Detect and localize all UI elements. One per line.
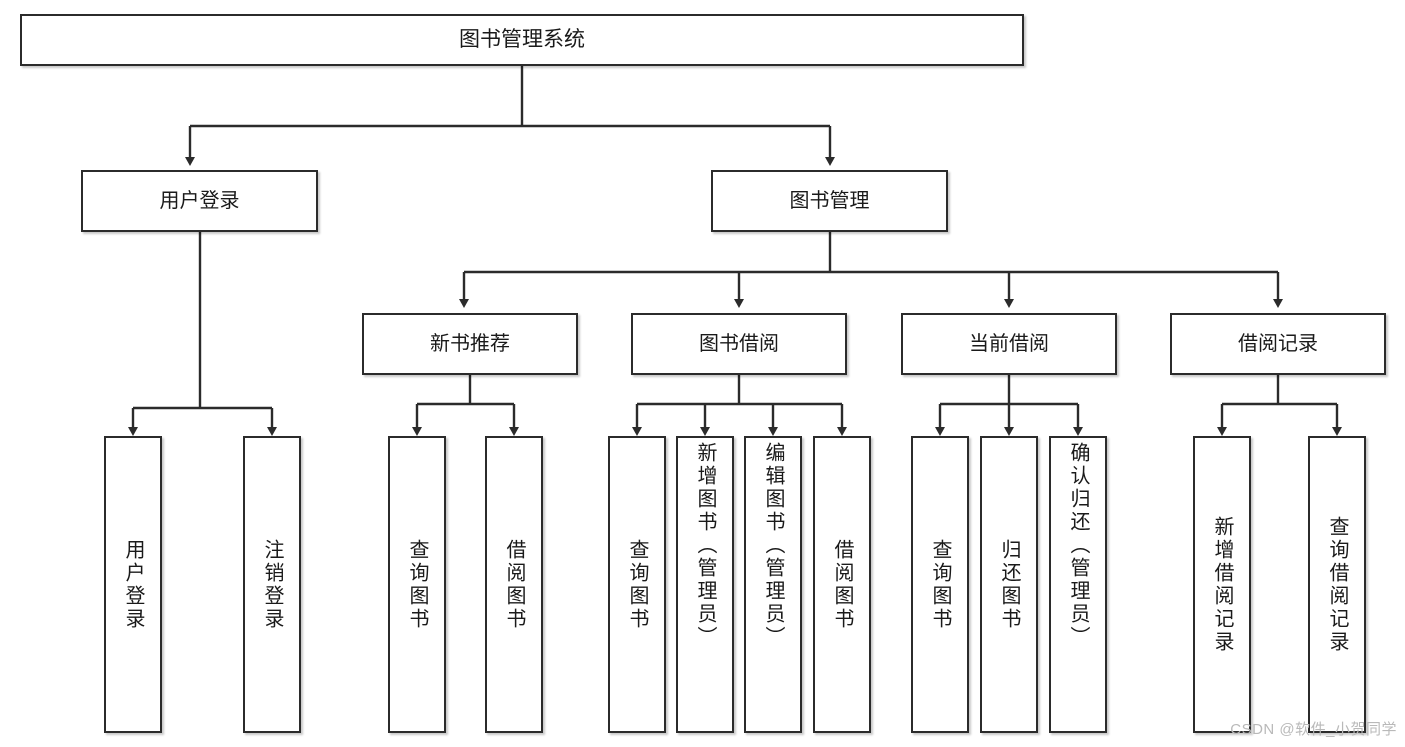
- node-label: 借阅记录: [1238, 332, 1318, 355]
- node-label: 查询图书: [406, 538, 428, 631]
- node-label: 新增借阅记录: [1211, 515, 1233, 654]
- leaf-borrow-book[interactable]: 借阅图书: [813, 436, 871, 733]
- node-label: 新增图书（管理员）: [694, 442, 716, 649]
- csdn-watermark: CSDN @软件_小贺同学: [1230, 721, 1397, 738]
- node-book-management[interactable]: 图书管理: [711, 170, 948, 232]
- node-label: 查询图书: [929, 538, 951, 631]
- node-label: 确认归还（管理员）: [1067, 442, 1089, 649]
- leaf-user-login[interactable]: 用户登录: [104, 436, 162, 733]
- node-new-book-recommend[interactable]: 新书推荐: [362, 313, 578, 375]
- node-current-borrow[interactable]: 当前借阅: [901, 313, 1117, 375]
- node-root-book-management-system[interactable]: 图书管理系统: [20, 14, 1024, 66]
- node-label: 用户登录: [122, 538, 144, 631]
- leaf-edit-book-admin[interactable]: 编辑图书（管理员）: [744, 436, 802, 733]
- node-label: 当前借阅: [969, 332, 1049, 355]
- node-book-borrow[interactable]: 图书借阅: [631, 313, 847, 375]
- leaf-add-borrow-record[interactable]: 新增借阅记录: [1193, 436, 1251, 733]
- node-label: 借阅图书: [831, 538, 853, 631]
- node-label: 图书管理系统: [459, 28, 585, 52]
- node-label: 编辑图书（管理员）: [762, 442, 784, 649]
- node-user-login[interactable]: 用户登录: [81, 170, 318, 232]
- node-label: 注销登录: [261, 538, 283, 631]
- node-label: 查询图书: [626, 538, 648, 631]
- leaf-confirm-return-admin[interactable]: 确认归还（管理员）: [1049, 436, 1107, 733]
- leaf-borrow-book-recommend[interactable]: 借阅图书: [485, 436, 543, 733]
- leaf-add-book-admin[interactable]: 新增图书（管理员）: [676, 436, 734, 733]
- leaf-query-book-borrow[interactable]: 查询图书: [608, 436, 666, 733]
- leaf-query-book-current[interactable]: 查询图书: [911, 436, 969, 733]
- node-label: 图书借阅: [699, 332, 779, 355]
- leaf-logout[interactable]: 注销登录: [243, 436, 301, 733]
- node-label: 查询借阅记录: [1326, 515, 1348, 654]
- leaf-return-book[interactable]: 归还图书: [980, 436, 1038, 733]
- node-label: 归还图书: [998, 538, 1020, 631]
- node-borrow-record[interactable]: 借阅记录: [1170, 313, 1386, 375]
- node-label: 新书推荐: [430, 332, 510, 355]
- node-label: 图书管理: [789, 189, 870, 212]
- node-label: 用户登录: [159, 189, 240, 212]
- leaf-query-borrow-record[interactable]: 查询借阅记录: [1308, 436, 1366, 733]
- leaf-query-book-recommend[interactable]: 查询图书: [388, 436, 446, 733]
- node-label: 借阅图书: [503, 538, 525, 631]
